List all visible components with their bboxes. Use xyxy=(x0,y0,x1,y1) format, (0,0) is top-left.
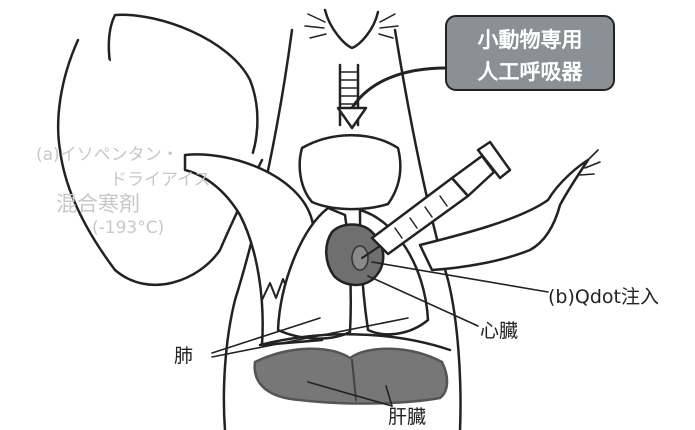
liver xyxy=(255,349,447,404)
coolant-label-line1: (a)イソペンタン・ xyxy=(36,140,179,165)
heart-label: 心臓 xyxy=(480,316,518,343)
coolant-label-line3: 混合寒剤 xyxy=(56,188,140,218)
syringe-plunger xyxy=(452,142,510,196)
ventilator-line2: 人工呼吸器 xyxy=(446,56,614,86)
thymus xyxy=(300,135,401,209)
ventilator-arrow xyxy=(338,108,366,128)
liver-label: 肝臓 xyxy=(388,402,426,429)
whiskers xyxy=(305,14,398,38)
coolant-label-line2: ドライアイス xyxy=(110,165,211,190)
lungs-label: 肺 xyxy=(174,341,193,368)
coolant-label-line4: (-193°C) xyxy=(92,218,164,238)
ventilator-tube xyxy=(352,68,446,108)
trachea-rings xyxy=(340,72,358,112)
ventilator-line1: 小動物専用 xyxy=(446,24,614,54)
qdot-injection-label: (b)Qdot注入 xyxy=(548,282,659,309)
right-arm xyxy=(420,160,588,270)
snout xyxy=(325,10,378,48)
heart-highlight xyxy=(352,246,368,270)
